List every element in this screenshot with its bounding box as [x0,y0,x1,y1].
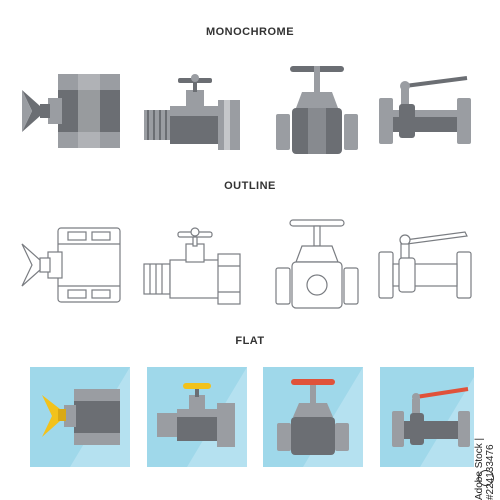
nut-valve-icon [18,66,128,156]
flat-tile [30,367,130,467]
gate-valve-icon [272,214,362,314]
flat-tile [380,367,480,467]
section-title-flat: FLAT [235,335,265,347]
flat-tile [263,367,363,467]
section-title-monochrome: MONOCHROME [205,26,295,38]
ball-valve-icon [375,66,475,156]
gate-valve-icon [272,60,362,160]
stock-strip: Adobe Stock | #224133476 [474,0,500,500]
flat-tile [147,367,247,467]
monochrome-row [0,60,500,170]
faucet-valve-icon [140,220,250,310]
flat-row [0,365,500,475]
faucet-valve-icon [140,66,250,156]
ball-valve-icon [375,220,475,310]
outline-row [0,214,500,324]
stock-logo-icon [478,470,494,486]
section-title-outline: OUTLINE [224,180,276,192]
nut-valve-icon [18,220,128,310]
